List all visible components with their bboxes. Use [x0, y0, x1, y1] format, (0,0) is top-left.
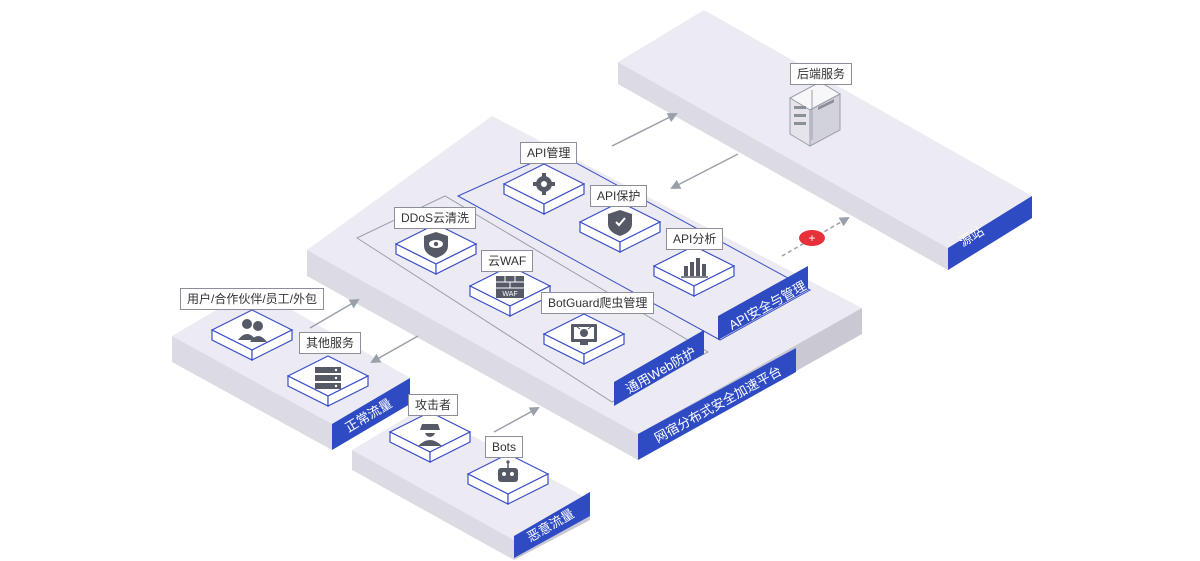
- arrow-platform-to-services: [370, 335, 419, 363]
- users-icon: [238, 319, 267, 342]
- gear-icon: [533, 173, 555, 195]
- api-protection-tile: [579, 201, 661, 253]
- ddos-cleaning-tile: [395, 223, 477, 275]
- bots-tile: [467, 453, 549, 505]
- arrow-bots-to-platform: [493, 407, 540, 433]
- monitor-bug-icon: [571, 324, 597, 345]
- cloud-waf-tile: WAF: [469, 265, 551, 317]
- shield-eye-icon: [424, 232, 448, 258]
- arrow-origin-to-platform: [670, 153, 739, 189]
- malicious-traffic-label-bar: [514, 492, 590, 558]
- platform-label-bar: [638, 348, 796, 460]
- server-icon: [788, 81, 842, 147]
- normal-traffic-label-bar: [332, 378, 410, 450]
- waf-wall-icon: WAF: [496, 276, 524, 298]
- api-security-label-bar: [718, 266, 808, 340]
- svg-text:WAF: WAF: [502, 291, 517, 298]
- botguard-tile: [543, 313, 625, 365]
- blocked-marker-symbol: +: [808, 231, 815, 245]
- arrow-users-to-platform: [309, 298, 360, 329]
- backend-service-label: 后端服务: [790, 63, 853, 85]
- users-label: 用户/合作伙伴/员工/外包: [180, 288, 325, 310]
- robot-icon: [498, 460, 518, 482]
- bots-label: Bots: [485, 436, 524, 458]
- web-protection-label-bar: [614, 330, 704, 406]
- origin-label-bar: [948, 196, 1032, 270]
- api-analysis-label: API分析: [666, 228, 724, 250]
- api-management-label: API管理: [520, 142, 578, 164]
- hacker-icon: [418, 424, 442, 446]
- attacker-tile: [389, 411, 471, 463]
- bar-chart-icon: [681, 258, 708, 278]
- ddos-cleaning-label: DDoS云清洗: [394, 207, 477, 229]
- api-analysis-tile: [653, 245, 735, 297]
- server-rack-icon: [315, 367, 341, 389]
- arrow-platform-to-origin: [611, 113, 678, 147]
- api-protection-label: API保护: [590, 185, 648, 207]
- api-management-tile: [503, 163, 585, 215]
- attacker-label: 攻击者: [408, 394, 459, 416]
- cloud-waf-label: 云WAF: [481, 250, 534, 272]
- users-tile: [211, 309, 293, 361]
- other-services-tile: [287, 355, 369, 407]
- botguard-label: BotGuard爬虫管理: [541, 292, 655, 314]
- blocked-marker: +: [799, 230, 825, 246]
- shield-check-icon: [608, 210, 632, 236]
- other-services-label: 其他服务: [299, 332, 362, 354]
